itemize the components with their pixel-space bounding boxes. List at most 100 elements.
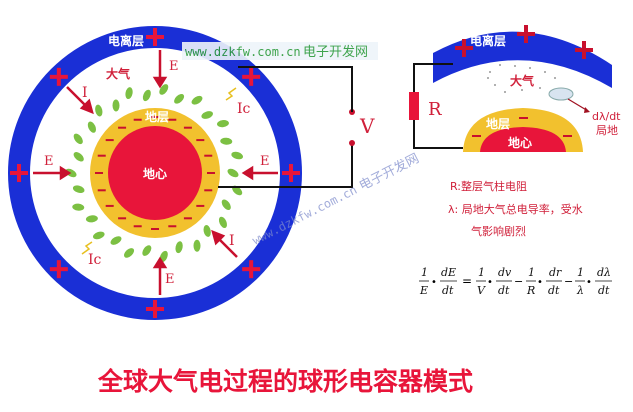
wire-bottom [218,143,353,188]
particle [539,87,541,89]
leaf [92,231,105,240]
svg-text:E: E [419,284,428,297]
lightning-current-label-bottom: Ic [88,252,102,268]
leaf [73,133,83,145]
leaf [110,236,122,245]
minus-mark [118,126,127,129]
positive-charges [10,28,300,318]
field-label-right: E [260,154,270,169]
lightning-icon [225,87,237,101]
local-label: 局地 [596,124,618,137]
minus-mark [133,118,142,121]
leaf [193,239,201,252]
page-title: 全球大气电过程的球形电容器模式 [97,367,473,396]
field-label-bottom: E [165,272,175,287]
minus-mark [168,118,177,121]
leaf [201,111,213,119]
svg-text:λ: λ [576,284,584,297]
watermark: www.dzkfw.com.cn 电子开发网 www.dzkfw.com.cn … [182,42,422,248]
leaf [216,120,229,128]
plus-mark [153,300,157,318]
leaf [73,152,84,162]
particle [514,65,516,67]
minus-mark [151,116,159,118]
particle [521,89,523,91]
svg-text:−: − [514,275,523,288]
plus-mark [56,67,61,86]
leaf [142,245,152,256]
particle [554,77,556,79]
vegetation [65,84,244,263]
svg-text:R: R [526,284,535,297]
crust-label: 地层 [145,109,169,124]
local-column: 电离层 大气 dλ/dt 局地 地层 地心 R [409,25,621,152]
leaf [72,185,85,194]
svg-text:dt: dt [548,284,560,297]
leaf [191,95,203,105]
equation: 1 E • dE dt = 1 V • dv dt − 1 R • dr dt … [419,266,612,297]
plus-mark [289,164,293,182]
right-core [480,127,566,152]
minus-mark [204,154,213,157]
svg-text:1: 1 [421,266,428,279]
leaf [231,151,244,160]
leaf [124,248,135,258]
leaf [159,250,168,263]
plus-mark [249,67,254,86]
minus-mark [151,228,159,230]
particle [499,64,501,66]
leaf [227,168,239,178]
leaf [112,99,120,112]
leaf [174,93,185,104]
svg-text:dλ: dλ [597,266,611,279]
svg-text:−: − [564,275,573,288]
minus-mark [97,189,106,192]
particle [544,71,546,73]
conductivity-definition-1: λ: 局地大气总电导率，受水 [448,202,583,216]
ionosphere-arc [433,31,612,89]
current-label-bottom: I [229,233,235,249]
minus-mark [168,225,177,228]
minus-mark [196,139,205,142]
field-arrows [33,50,278,295]
minus-mark [204,189,213,192]
leaf [87,121,96,133]
minus-mark [183,217,192,220]
leaf [220,137,233,145]
svg-text:=: = [462,274,472,288]
svg-text:1: 1 [478,266,485,279]
minus-mark [133,225,142,228]
minus-mark [105,204,114,207]
right-core-label: 地心 [508,135,532,150]
svg-text:dt: dt [442,284,454,297]
leaf [232,185,243,196]
minus-mark [207,172,215,174]
leaf [159,84,169,95]
leaf [95,104,103,117]
right-atmosphere-label: 大气 [510,73,534,88]
particle [487,77,489,79]
particle [489,71,491,73]
svg-text:电子开发网: 电子开发网 [303,44,368,60]
minus-mark [118,217,127,220]
svg-text:•: • [431,277,437,288]
earth-core [108,126,202,220]
wire-top [238,66,353,92]
svg-text:•: • [487,277,493,288]
leaf [85,215,98,223]
svg-text:•: • [537,277,543,288]
leaf [72,203,85,211]
minus-mark [95,172,103,174]
plus-mark [17,164,21,182]
field-label-top: E [169,59,179,74]
svg-text:1: 1 [577,266,584,279]
svg-text:dt: dt [598,284,610,297]
leaf [218,216,227,229]
lightning-current-label-top: Ic [237,101,251,117]
particle [504,91,506,93]
leaf [221,199,231,210]
leaf [203,225,211,237]
right-crust-label: 地层 [486,116,510,131]
atmosphere-label: 大气 [106,66,130,81]
